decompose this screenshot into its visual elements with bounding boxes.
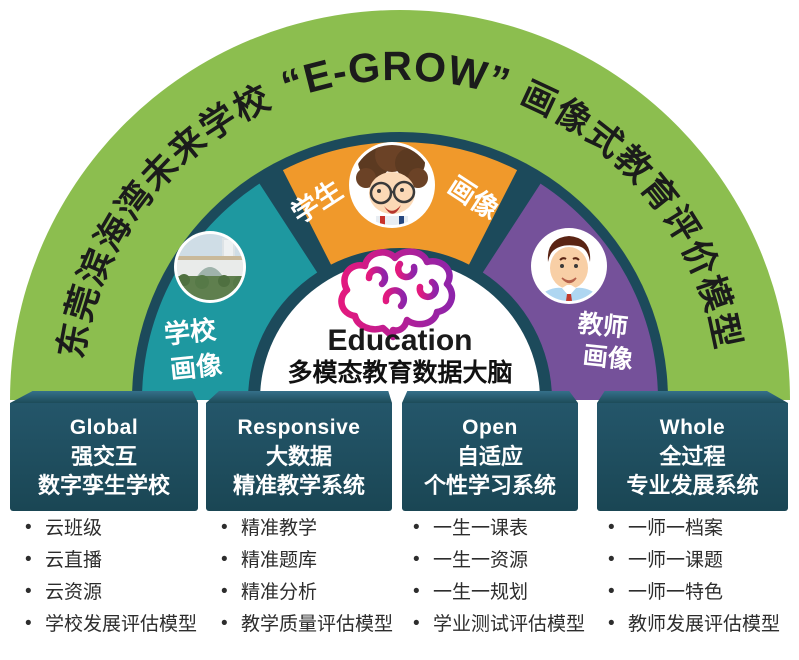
pillar-lid (10, 391, 198, 403)
school-label-line2: 画像 (169, 349, 225, 384)
pillar-title-zh2: 数字孪生学校 (37, 472, 170, 498)
arch-diagram: 东莞滨海湾未来学校“E-GROW”画像式教育评价模型 学校 画像 (10, 10, 790, 400)
pillar-title-zh2: 精准教学系统 (232, 472, 365, 498)
pillar-title-en: Whole (659, 416, 726, 440)
feature-list-open: 一生一课表 一生一资源 一生一规划 学业测试评估模型 (406, 515, 586, 644)
pillar-open: Open 自适应 个性学习系统 (402, 391, 578, 511)
school-label-line1: 学校 (163, 314, 219, 349)
pillar-lid (206, 391, 392, 403)
list-item: 一师一课题 (601, 547, 780, 573)
pillar-title-zh1: 大数据 (265, 443, 332, 469)
pillar-title-en: Global (69, 416, 139, 440)
pillar-title-zh2: 专业发展系统 (626, 472, 759, 498)
pillar-responsive: Responsive 大数据 精准教学系统 (206, 391, 392, 511)
list-item: 云资源 (18, 579, 197, 605)
pillar-global: Global 强交互 数字孪生学校 (10, 391, 198, 511)
student-avatar (349, 142, 435, 228)
list-item: 一生一课表 (406, 515, 585, 541)
pillar-title-zh1: 强交互 (70, 443, 137, 469)
feature-list-whole: 一师一档案 一师一课题 一师一特色 教师发展评估模型 (601, 515, 789, 644)
list-item: 学业测试评估模型 (406, 611, 585, 637)
list-item: 精准题库 (214, 547, 393, 573)
teacher-avatar (531, 228, 607, 304)
teacher-label-line2: 画像 (582, 342, 635, 375)
list-item: 一生一规划 (406, 579, 585, 605)
list-item: 一生一资源 (406, 547, 585, 573)
pillar-lid (597, 391, 788, 403)
feature-list-responsive: 精准教学 精准题库 精准分析 教学质量评估模型 (214, 515, 394, 644)
list-item: 精准分析 (214, 579, 393, 605)
teacher-label-line1: 教师 (577, 310, 630, 343)
pillar-title-en: Responsive (237, 416, 361, 440)
pillar-title-en: Open (462, 416, 518, 440)
list-item: 精准教学 (214, 515, 393, 541)
list-item: 一师一档案 (601, 515, 780, 541)
list-item: 教学质量评估模型 (214, 611, 393, 637)
list-item: 一师一特色 (601, 579, 780, 605)
list-item: 云直播 (18, 547, 197, 573)
pillar-lid (402, 391, 578, 403)
pillar-title-zh1: 全过程 (659, 443, 726, 469)
hub-subheading: 多模态教育数据大脑 (287, 358, 512, 387)
hub-heading: Education (327, 324, 472, 357)
list-item: 学校发展评估模型 (18, 611, 197, 637)
pillar-title-zh2: 个性学习系统 (423, 472, 556, 498)
brain-icon (338, 248, 456, 341)
feature-list-global: 云班级 云直播 云资源 学校发展评估模型 (18, 515, 198, 644)
list-item: 云班级 (18, 515, 197, 541)
list-item: 教师发展评估模型 (601, 611, 780, 637)
pillar-title-zh1: 自适应 (456, 443, 523, 469)
pillar-whole: Whole 全过程 专业发展系统 (597, 391, 788, 511)
